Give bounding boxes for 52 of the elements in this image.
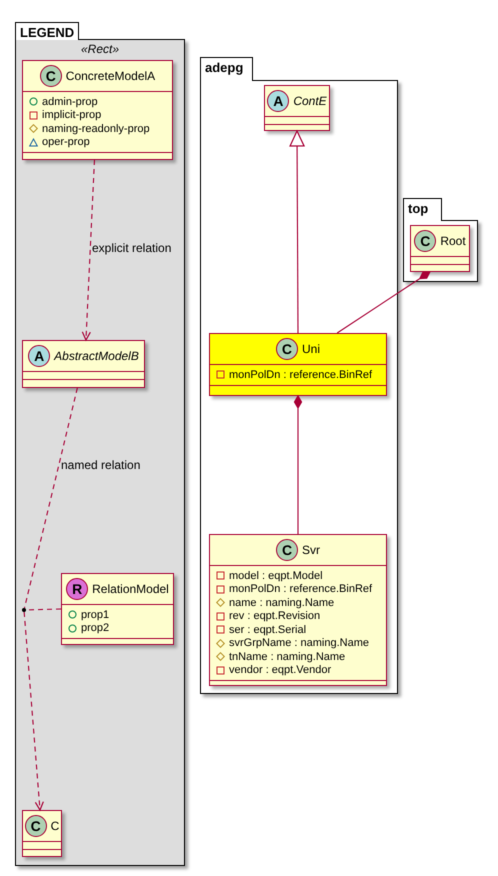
attribute-text: naming-readonly-prop xyxy=(42,122,150,135)
attribute-text: rev : eqpt.Revision xyxy=(229,610,320,622)
class-type-spot: C xyxy=(276,338,298,360)
class-name: Root xyxy=(440,234,466,248)
class-type-spot: A xyxy=(28,345,50,367)
attribute-text: implicit-prop xyxy=(42,109,102,122)
class-box xyxy=(209,333,387,396)
attribute-text: monPolDn : reference.BinRef xyxy=(229,583,372,596)
class-type-spot: A xyxy=(267,90,290,112)
attribute-text: oper-prop xyxy=(42,136,90,148)
edge-label: explicit relation xyxy=(92,241,172,255)
attribute-text: tnName : naming.Name xyxy=(229,650,346,663)
class-type-spot: C xyxy=(414,230,436,252)
attribute-text: monPolDn : reference.BinRef xyxy=(229,368,372,381)
class-type-spot: C xyxy=(24,815,47,837)
attribute-text: prop2 xyxy=(81,622,110,634)
junction-dot xyxy=(22,608,26,612)
package-tab: LEGEND xyxy=(15,22,80,40)
attribute-text: admin-prop xyxy=(42,96,98,108)
connector xyxy=(336,271,430,334)
class-box xyxy=(22,60,173,160)
class-type-spot: C xyxy=(40,65,62,87)
attribute-text: prop1 xyxy=(81,608,110,621)
package-tab: adepg xyxy=(200,57,253,81)
class-name: C xyxy=(50,819,60,833)
class-name: ContE xyxy=(293,94,327,108)
class-name: ConcreteModelA xyxy=(66,69,156,83)
connector xyxy=(289,130,305,333)
class-box xyxy=(22,340,145,388)
package-tab: top xyxy=(403,198,442,221)
edge-label: named relation xyxy=(61,458,140,472)
attribute-text: model : eqpt.Model xyxy=(229,570,323,582)
class-box xyxy=(410,225,470,272)
class-name: AbstractModelB xyxy=(54,349,139,363)
class-box xyxy=(264,85,330,131)
class-box xyxy=(22,810,62,857)
class-type-spot: R xyxy=(66,578,88,600)
class-type-spot: C xyxy=(276,539,298,561)
class-name: Uni xyxy=(302,342,320,356)
stereotype-label: «Rect» xyxy=(80,42,120,56)
class-name: RelationModel xyxy=(92,582,169,596)
connector xyxy=(294,395,302,534)
class-name: Svr xyxy=(302,543,320,557)
attribute-text: name : naming.Name xyxy=(229,596,334,609)
connector xyxy=(82,160,96,341)
connector xyxy=(24,612,44,811)
connector xyxy=(24,388,78,608)
attribute-text: ser : eqpt.Serial xyxy=(229,624,306,636)
class-box xyxy=(61,573,174,645)
attribute-text: svrGrpName : naming.Name xyxy=(229,637,369,650)
class-box xyxy=(209,534,387,686)
attribute-text: vendor : eqpt.Vendor xyxy=(229,664,332,676)
